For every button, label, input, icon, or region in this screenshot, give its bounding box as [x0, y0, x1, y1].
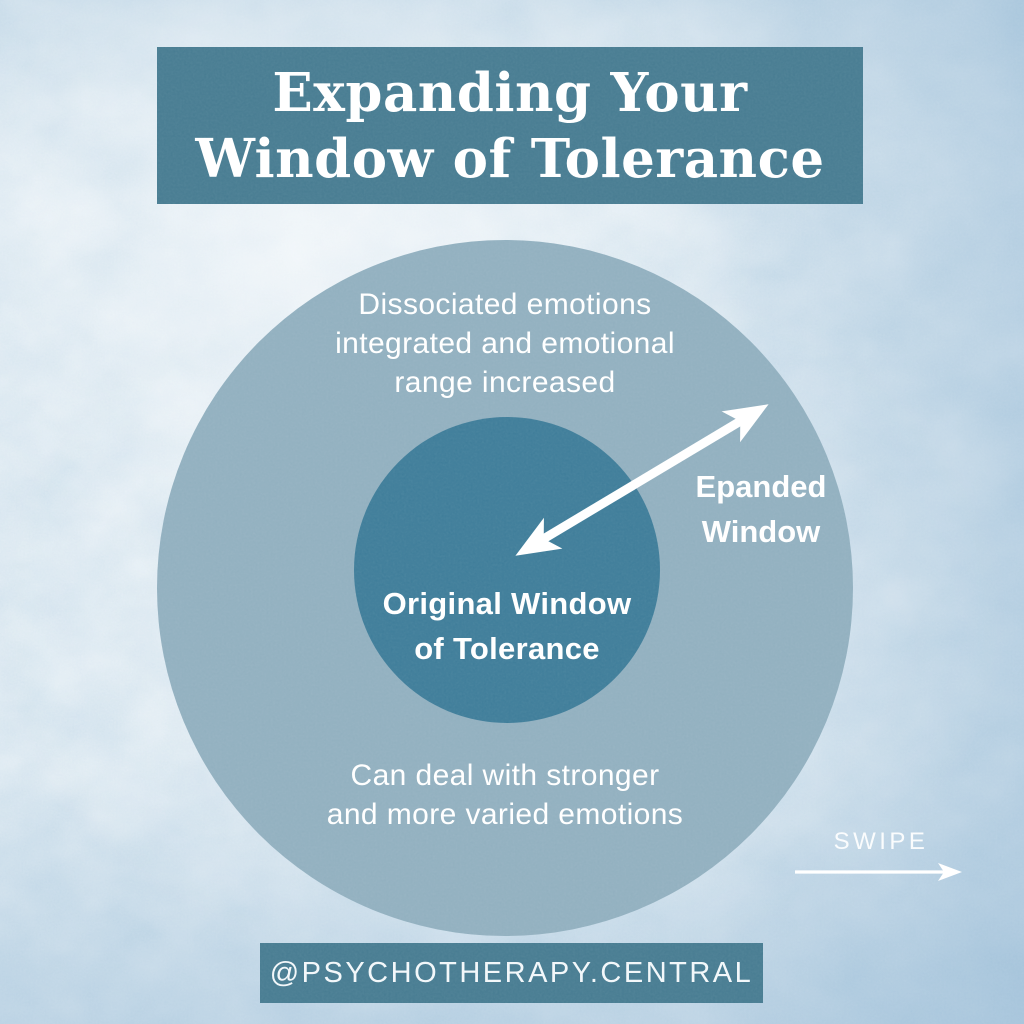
original-window-label-line-2: of Tolerance — [414, 631, 600, 666]
top-caption: Dissociated emotions integrated and emot… — [255, 285, 755, 402]
swipe-label: SWIPE — [833, 828, 929, 855]
expanded-window-label-line-2: Window — [701, 514, 821, 549]
bottom-caption-line-2: and more varied emotions — [326, 798, 684, 831]
footer-banner: @PSYCHOTHERAPY.CENTRAL — [260, 943, 763, 1003]
page-title: Expanding Your Window of Tolerance — [195, 60, 824, 192]
bottom-caption-line-1: Can deal with stronger — [350, 759, 660, 792]
expanded-window-label: Epanded Window — [683, 464, 839, 554]
top-caption-line-2: integrated and emotional — [335, 327, 675, 360]
expanded-window-label-line-1: Epanded — [695, 469, 827, 504]
swipe-indicator[interactable]: SWIPE — [791, 828, 971, 882]
swipe-arrow-icon — [795, 863, 962, 881]
original-window-circle — [354, 417, 660, 723]
title-line-1: Expanding Your — [272, 61, 748, 124]
bottom-caption: Can deal with stronger and more varied e… — [255, 756, 755, 834]
title-line-2: Window of Tolerance — [195, 127, 825, 190]
top-caption-line-1: Dissociated emotions — [358, 288, 652, 321]
original-window-label: Original Window of Tolerance — [352, 581, 662, 671]
top-caption-line-3: range increased — [394, 366, 616, 399]
account-handle: @PSYCHOTHERAPY.CENTRAL — [269, 956, 754, 989]
title-banner: Expanding Your Window of Tolerance — [157, 47, 863, 204]
original-window-label-line-1: Original Window — [382, 586, 632, 621]
